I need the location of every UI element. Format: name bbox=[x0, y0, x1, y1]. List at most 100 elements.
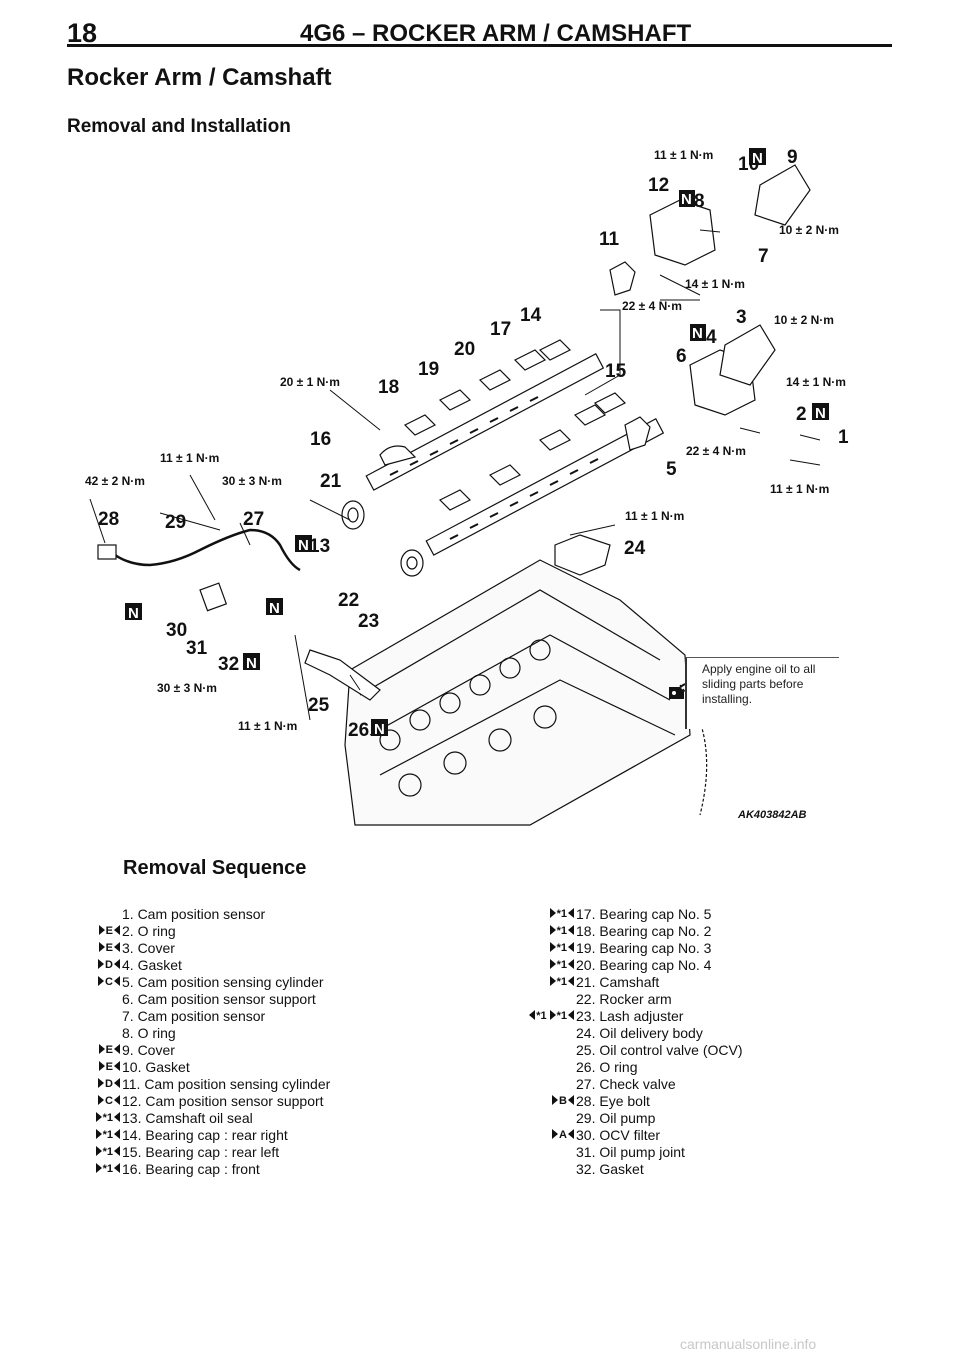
sequence-item-text: 30. OCV filter bbox=[576, 1127, 661, 1143]
service-marks: B bbox=[470, 1093, 574, 1110]
sequence-item: 31. Oil pump joint bbox=[440, 1144, 800, 1161]
sequence-item: 24. Oil delivery body bbox=[440, 1025, 800, 1042]
torque-label: 10 ± 2 N·m bbox=[779, 223, 839, 237]
sequence-item: 1. Cam position sensor bbox=[60, 906, 400, 923]
svg-text:N: N bbox=[374, 721, 385, 738]
sequence-item-text: 26. O ring bbox=[576, 1059, 638, 1075]
service-marks bbox=[470, 991, 574, 1008]
sequence-item-text: 11. Cam position sensing cylinder bbox=[122, 1076, 331, 1092]
sequence-item-text: 9. Cover bbox=[122, 1042, 175, 1058]
new-part-marker: N bbox=[812, 403, 829, 422]
removal-sequence-title: Removal Sequence bbox=[123, 857, 307, 879]
service-marks: *1 bbox=[470, 923, 574, 940]
service-mark: *1 bbox=[549, 940, 574, 957]
service-mark: E bbox=[98, 1042, 120, 1059]
sequence-item-text: 12. Cam position sensor support bbox=[122, 1093, 324, 1109]
callout-20: 20 bbox=[454, 339, 475, 360]
camshaft-lower bbox=[425, 418, 665, 556]
callout-30: 30 bbox=[166, 620, 187, 641]
section-title: 4G6 – ROCKER ARM / CAMSHAFT bbox=[300, 20, 692, 47]
sequence-item-text: 19. Bearing cap No. 3 bbox=[576, 940, 712, 956]
sequence-item: 25. Oil control valve (OCV) bbox=[440, 1042, 800, 1059]
sequence-item: 6. Cam position sensor support bbox=[60, 991, 400, 1008]
service-marks: C bbox=[65, 1093, 120, 1110]
service-marks: *1 bbox=[65, 1144, 120, 1161]
service-mark: A bbox=[552, 1127, 574, 1144]
sequence-item-text: 6. Cam position sensor support bbox=[122, 991, 316, 1007]
sequence-item-text: 22. Rocker arm bbox=[576, 991, 672, 1007]
figure-code: AK403842AB bbox=[737, 809, 807, 821]
service-marks bbox=[470, 1025, 574, 1042]
new-part-marker: N bbox=[690, 324, 706, 342]
callout-9: 9 bbox=[787, 147, 798, 168]
callout-11: 11 bbox=[599, 229, 620, 250]
sequence-item: 32. Gasket bbox=[440, 1161, 800, 1178]
torque-labels: 11 ± 1 N·m 10 ± 2 N·m 14 ± 1 N·m 22 ± 4 … bbox=[85, 148, 846, 733]
torque-label: 14 ± 1 N·m bbox=[685, 277, 745, 291]
torque-label: 20 ± 1 N·m bbox=[280, 375, 340, 389]
new-part-marker: N bbox=[266, 598, 283, 617]
service-mark: E bbox=[98, 923, 120, 940]
service-mark: E bbox=[98, 1059, 120, 1076]
callout-31: 31 bbox=[186, 638, 208, 659]
service-marks: *1 bbox=[65, 1127, 120, 1144]
svg-text:N: N bbox=[752, 150, 763, 167]
sequence-item-text: 4. Gasket bbox=[122, 957, 182, 973]
service-marks bbox=[470, 1144, 574, 1161]
callout-26: 26 bbox=[348, 720, 369, 741]
service-marks: D bbox=[65, 957, 120, 974]
sequence-item-text: 1. Cam position sensor bbox=[122, 906, 266, 922]
torque-label: 11 ± 1 N·m bbox=[625, 509, 684, 523]
service-marks: E bbox=[65, 923, 120, 940]
torque-label: 22 ± 4 N·m bbox=[622, 299, 682, 313]
page-number: 18 bbox=[67, 18, 98, 48]
sequence-item: 8. O ring bbox=[60, 1025, 400, 1042]
sequence-item-text: 28. Eye bolt bbox=[576, 1093, 650, 1109]
torque-label: 14 ± 1 N·m bbox=[786, 375, 846, 389]
service-marks bbox=[65, 1025, 120, 1042]
sequence-item: 29. Oil pump bbox=[440, 1110, 800, 1127]
callouts: 1 2 3 4 5 6 7 8 9 10 11 12 13 14 15 16 1… bbox=[98, 147, 849, 741]
service-mark: D bbox=[98, 957, 120, 974]
service-marks bbox=[470, 1076, 574, 1093]
sequence-item-text: 5. Cam position sensing cylinder bbox=[122, 974, 324, 990]
callout-17: 17 bbox=[490, 319, 511, 340]
sequence-item-text: 20. Bearing cap No. 4 bbox=[576, 957, 712, 973]
camshaft-upper bbox=[365, 353, 605, 491]
torque-label: 30 ± 3 N·m bbox=[222, 474, 282, 488]
service-marks bbox=[470, 1110, 574, 1127]
callout-32: 32 bbox=[218, 654, 239, 675]
callout-22: 22 bbox=[338, 590, 359, 611]
sequence-item-text: 7. Cam position sensor bbox=[122, 1008, 266, 1024]
sequence-item-text: 13. Camshaft oil seal bbox=[122, 1110, 253, 1126]
sequence-item: 27. Check valve bbox=[440, 1076, 800, 1093]
service-mark: C bbox=[98, 1093, 120, 1110]
sequence-item-text: 14. Bearing cap : rear right bbox=[122, 1127, 288, 1143]
callout-28: 28 bbox=[98, 509, 119, 530]
watermark: carmanualsonline.info bbox=[680, 1336, 817, 1352]
service-marks: *1 bbox=[65, 1161, 120, 1178]
service-mark: *1 bbox=[529, 1008, 547, 1025]
new-part-marker: N bbox=[749, 148, 766, 167]
service-marks bbox=[65, 1008, 120, 1025]
service-marks: *1*1 bbox=[470, 1008, 574, 1025]
sequence-item-text: 2. O ring bbox=[122, 923, 176, 939]
sequence-item: 22. Rocker arm bbox=[440, 991, 800, 1008]
new-part-marker: N bbox=[679, 190, 695, 208]
callout-19: 19 bbox=[418, 359, 439, 380]
callout-3: 3 bbox=[736, 307, 747, 328]
sequence-item-text: 24. Oil delivery body bbox=[576, 1025, 703, 1041]
sequence-item-text: 21. Camshaft bbox=[576, 974, 660, 990]
service-mark: *1 bbox=[95, 1161, 120, 1178]
